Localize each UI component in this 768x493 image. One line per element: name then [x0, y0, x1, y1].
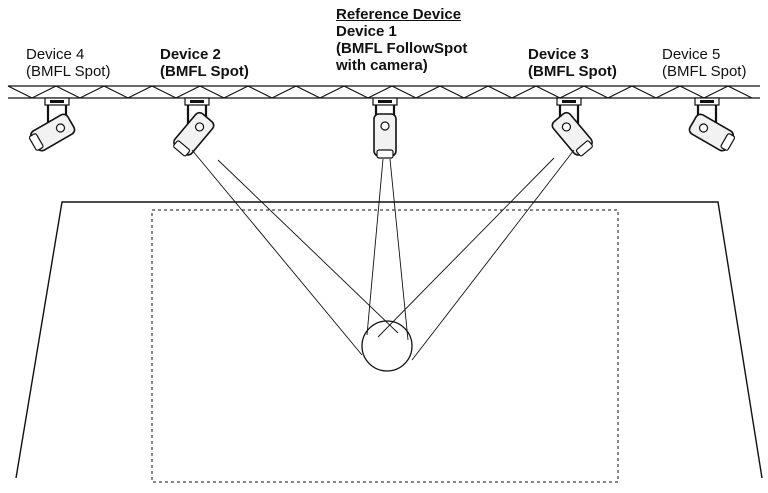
stage-floor [15, 201, 763, 483]
stage-outline [15, 201, 763, 479]
device4-pivot [55, 123, 66, 133]
label-device5: Device 5 (BMFL Spot) [662, 46, 746, 80]
light-beams [191, 149, 575, 372]
device2-lens [173, 140, 191, 157]
device2-fixture [173, 97, 215, 157]
label-reference-device: Reference Device Device 1 (BMFL FollowSp… [336, 6, 467, 74]
device5-pivot [698, 123, 709, 133]
device3-model: (BMFL Spot) [528, 63, 617, 80]
device2-head [173, 111, 215, 157]
device3-head [551, 111, 593, 157]
label-device4: Device 4 (BMFL Spot) [26, 46, 110, 80]
beam-device2-right [217, 159, 399, 334]
device1-model-line2: with camera) [336, 57, 428, 74]
device2-clamp-slot [190, 100, 204, 103]
performance-area [151, 209, 619, 483]
device5-head [688, 113, 736, 152]
beam-device3-right [411, 149, 575, 361]
device4-clamp-slot [50, 100, 64, 103]
truss-webbing [7, 85, 753, 99]
device4-model: (BMFL Spot) [26, 63, 111, 80]
device3-fixture [551, 97, 593, 157]
device1-lens [376, 149, 394, 159]
device2-name: Device 2 [160, 46, 221, 63]
device5-model: (BMFL Spot) [662, 63, 747, 80]
device3-lens [575, 140, 593, 157]
device5-clamp-slot [700, 100, 714, 103]
device2-model: (BMFL Spot) [160, 63, 249, 80]
reference-device-title: Reference Device [336, 6, 462, 23]
label-device3: Device 3 (BMFL Spot) [528, 46, 617, 80]
device3-clamp-slot [562, 100, 576, 103]
device4-head [28, 113, 76, 152]
device2-pivot [194, 122, 205, 132]
beam-device2-left [191, 149, 363, 356]
device4-name: Device 4 [26, 46, 85, 63]
truss [7, 85, 760, 99]
device4-fixture [28, 97, 76, 152]
target-spot [361, 320, 413, 372]
device1-pivot [380, 121, 390, 131]
device3-name: Device 3 [528, 46, 589, 63]
device1-model-line1: (BMFL FollowSpot [336, 40, 468, 57]
device1-fixture [372, 97, 398, 159]
device3-pivot [561, 122, 572, 132]
device5-name: Device 5 [662, 46, 721, 63]
device1-head [373, 113, 397, 159]
device1-clamp-slot [378, 100, 392, 103]
label-device2: Device 2 (BMFL Spot) [160, 46, 249, 80]
fixtures [28, 97, 736, 159]
device4-lens [28, 133, 44, 151]
device1-name: Device 1 [336, 23, 397, 40]
device5-lens [720, 133, 736, 151]
beam-device1-left [366, 158, 384, 336]
device5-fixture [688, 97, 736, 152]
beam-device1-right [389, 158, 409, 341]
beam-device3-left [377, 157, 555, 338]
